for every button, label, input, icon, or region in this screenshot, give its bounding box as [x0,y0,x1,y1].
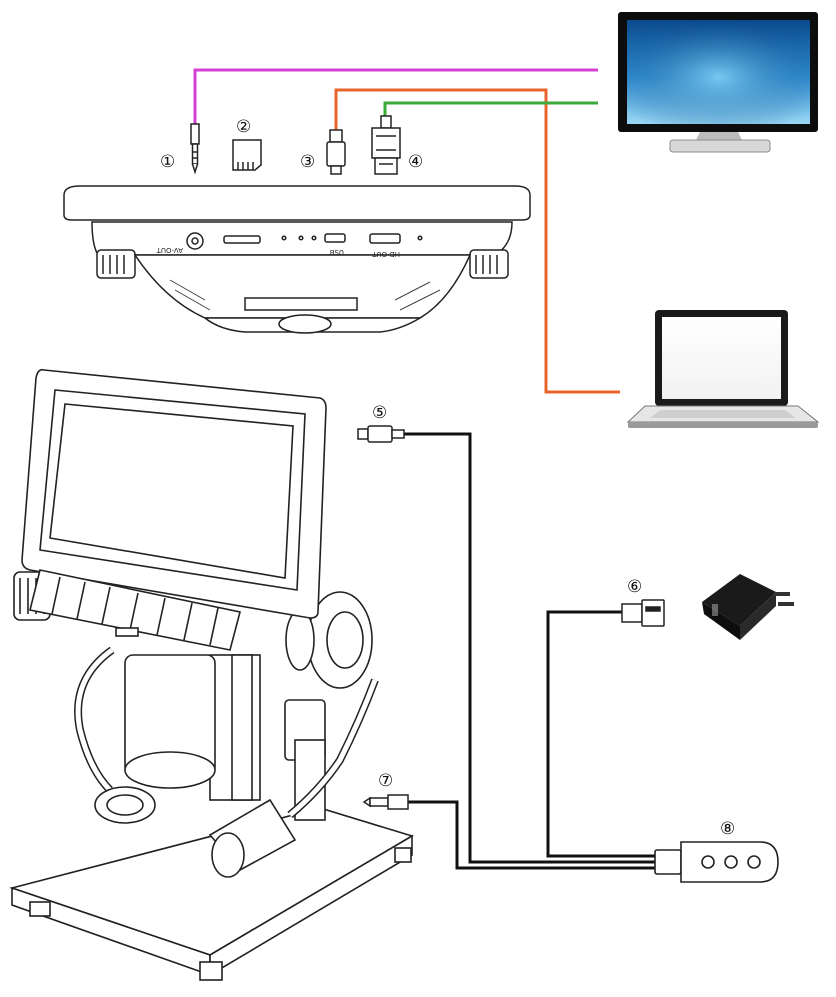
usb-a-plug-6-icon [621,599,665,627]
usb-cable [334,88,620,394]
port-label-usb: USB [329,248,344,256]
cables [193,68,660,870]
power-cable-7 [408,800,660,870]
port-label-hd-out: HD OUT [371,250,400,258]
microscope-icon [9,368,414,981]
micro-usb-plug-5-icon [357,425,405,443]
port-label-av-out: AV-OUT [156,246,183,254]
callout-6: ⑥ [627,577,642,597]
callout-8: ⑧ [720,819,735,839]
power-adapter-icon [702,574,794,640]
callout-2: ② [236,117,251,137]
callout-7: ⑦ [378,771,393,791]
usb-plug-icon [326,129,346,175]
callout-1: ① [160,152,175,172]
av-plug-icon [190,123,200,175]
power-cable-5 [404,432,660,864]
av-cable [193,68,598,125]
callout-3: ③ [300,152,315,172]
monitor-bottom-view [63,185,531,334]
power-cable-6 [546,610,660,858]
hdmi-cable [383,101,598,118]
hdmi-plug-icon [371,115,401,175]
dc-plug-7-icon [362,794,409,810]
led-control-box-icon [654,841,779,883]
callout-4: ④ [408,152,423,172]
memory-card-icon [232,139,262,171]
callout-5: ⑤ [372,403,387,423]
tv-icon [618,12,818,153]
laptop-icon [626,310,820,428]
